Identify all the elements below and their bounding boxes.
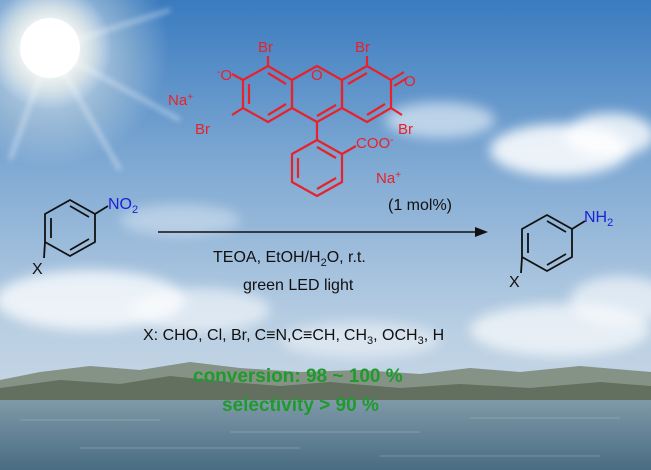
catalyst-sodium-bottom: Na+: [376, 170, 401, 188]
catalyst-br-top-left: Br: [258, 39, 273, 56]
lake: [0, 400, 651, 470]
conditions-solvent-tail: O, r.t.: [327, 249, 366, 266]
reactant-substituent: X: [32, 261, 43, 278]
scope-prefix: X: CHO, Cl, Br,: [143, 327, 251, 344]
catalyst-carboxylate: COO-: [356, 135, 394, 153]
product-amine-label: NH: [584, 209, 607, 226]
sun: [0, 0, 181, 171]
catalyst-carboxylate-group: COO: [356, 135, 390, 152]
scope-tail: , H: [424, 327, 444, 344]
catalyst-carboxylate-charge: -: [390, 135, 393, 146]
scope-alkyne: C≡CH,: [291, 327, 339, 344]
catalyst-oxygen-anion-symbol: O: [220, 67, 232, 84]
scope-methyl: CH: [344, 327, 367, 344]
catalyst-labels: Br Br O O -O Na+ Br Br COO- Na+: [168, 39, 416, 187]
catalyst-oxygen-anion-charge: -: [217, 67, 220, 78]
catalyst-sodium-top-symbol: Na: [168, 92, 188, 109]
product-substituent: X: [509, 274, 520, 291]
catalyst-br-mid-left: Br: [195, 121, 210, 138]
catalyst-br-mid-right: Br: [398, 121, 413, 138]
scope-nitrile: C≡N,: [255, 327, 292, 344]
catalyst-oxygen-anion: -O: [217, 67, 232, 85]
conditions-solvent: TEOA, EtOH/H: [213, 249, 321, 266]
scope-methoxy-subscript: 3: [418, 335, 424, 347]
catalyst-carbonyl-oxygen: O: [404, 73, 416, 90]
conditions-line2: green LED light: [243, 277, 354, 294]
product-amine-subscript: 2: [607, 217, 613, 229]
catalyst-br-top-right: Br: [355, 39, 370, 56]
reactant-nitro-label: NO: [108, 196, 132, 213]
mountains: [0, 362, 651, 402]
product-aniline: [520, 213, 586, 274]
catalyst-sodium-top: Na+: [168, 92, 193, 110]
scope-methoxy: , OCH: [373, 327, 417, 344]
reactant-nitro-subscript: 2: [132, 204, 138, 216]
conditions-line1: TEOA, EtOH/H2O, r.t.: [213, 249, 366, 269]
catalyst-loading: (1 mol%): [388, 197, 452, 214]
product-amine-group: NH2: [584, 209, 613, 229]
clouds: [0, 102, 651, 358]
catalyst-ring-oxygen: O: [311, 67, 323, 84]
reactant-nitroarene: [43, 198, 109, 259]
reaction-arrow: [158, 227, 488, 237]
result-conversion: conversion: 98 ~ 100 %: [193, 366, 403, 387]
reactant-nitro-group: NO2: [108, 196, 138, 216]
scope-methyl-subscript: 3: [367, 335, 373, 347]
substrate-scope: X: CHO, Cl, Br,C≡N,C≡CH,CH3, OCH3, H: [143, 327, 444, 347]
water-ripples: [20, 417, 620, 457]
catalyst-sodium-top-charge: +: [187, 92, 193, 103]
conditions-solvent-subscript: 2: [321, 257, 327, 269]
result-selectivity: selectivity > 90 %: [222, 395, 379, 416]
catalyst-eosin-y: [231, 56, 408, 198]
catalyst-sodium-bottom-charge: +: [395, 170, 401, 181]
catalyst-sodium-bottom-symbol: Na: [376, 170, 396, 187]
